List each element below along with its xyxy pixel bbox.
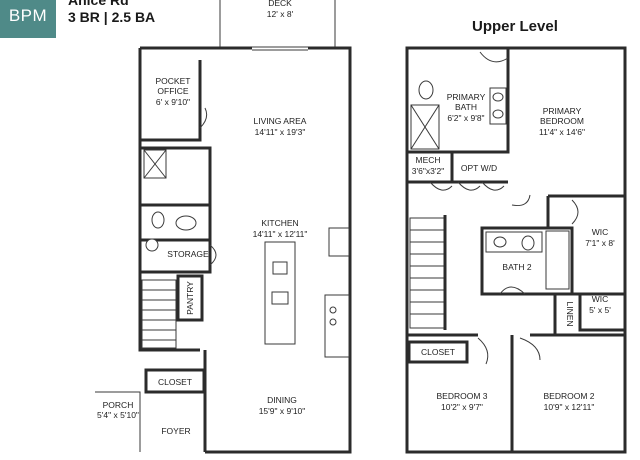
main-stairs: [141, 279, 177, 349]
pocket-office-label-2: OFFICE: [157, 86, 188, 96]
wic-2-dims: 5' x 5': [589, 305, 611, 315]
vanity-sink-1: [492, 92, 504, 102]
mech-door: [429, 181, 453, 191]
water-heater: [145, 238, 159, 252]
vanity-sink-2: [492, 109, 504, 119]
main-stair-wall: [138, 272, 200, 352]
wic-1-door: [571, 199, 579, 225]
hvac-box: [143, 149, 167, 179]
laundry-door-2: [481, 181, 505, 191]
linen-label: LINEN: [565, 301, 575, 326]
mech-dims: 3'6"x3'2": [412, 166, 444, 176]
room-labels: DECK 12' x 8' POCKET OFFICE 6' x 9'10" L…: [97, 0, 615, 436]
island-dishwasher: [272, 261, 288, 275]
primary-bath-door: [479, 51, 509, 63]
half-bath-sink: [175, 215, 197, 231]
main-exterior-wall: [140, 46, 352, 454]
bedroom-3-label: BEDROOM 3: [436, 391, 487, 401]
burner-2: [329, 318, 337, 326]
hvac-x2: [143, 149, 167, 179]
porch-dims: 5'4" x 5'10": [97, 410, 139, 420]
bedroom-3-door: [477, 337, 489, 365]
half-bath-toilet: [151, 211, 165, 229]
brand-badge: BPM: [0, 0, 56, 38]
bedroom-2-door: [519, 337, 541, 361]
main-closet-label: CLOSET: [158, 377, 192, 387]
upper-level-title: Upper Level: [472, 18, 558, 35]
dining-dims: 15'9" x 9'10": [259, 406, 306, 416]
upper-level-plan: [405, 46, 627, 454]
upper-closet-label: CLOSET: [421, 347, 455, 357]
wic-2-wall: [578, 294, 625, 332]
half-bath-wall: [140, 146, 212, 274]
island-sink: [271, 291, 289, 305]
beds-baths-summary: 3 BR | 2.5 BA: [68, 9, 156, 25]
storage-door-swing: [209, 244, 217, 266]
deck-label: DECK: [268, 0, 292, 8]
primary-toilet: [418, 80, 434, 100]
primary-bath-label-2: BATH: [455, 102, 477, 112]
bath-2-toilet: [521, 235, 535, 251]
bedroom-2-dims: 10'9" x 12'11": [544, 402, 595, 412]
main-level-plan: [95, 0, 352, 454]
storage-label: STORAGE: [167, 249, 209, 259]
upper-closet-wall: [407, 340, 469, 364]
living-area-label: LIVING AREA: [254, 116, 307, 126]
primary-bedroom-dims: 11'4" x 14'6": [539, 127, 585, 137]
wic-2-label: WIC: [592, 294, 609, 304]
pocket-office-label-1: POCKET: [156, 76, 191, 86]
primary-bath-dims: 6'2" x 9'8": [447, 113, 484, 123]
foyer-label: FOYER: [161, 426, 190, 436]
pantry-wall: [176, 274, 204, 322]
bedroom-2-label: BEDROOM 2: [543, 391, 594, 401]
pantry-label: PANTRY: [185, 281, 195, 315]
bath-2-label: BATH 2: [502, 262, 531, 272]
pocket-office-dims: 6' x 9'10": [156, 97, 190, 107]
primary-bedroom-label-1: PRIMARY: [543, 106, 582, 116]
wic-1-dims: 7'1" x 8': [585, 238, 615, 248]
primary-bath-wall: [407, 48, 510, 154]
wic-1-label: WIC: [592, 227, 609, 237]
office-door-swing: [199, 107, 208, 129]
primary-bedroom-door: [511, 194, 531, 206]
porch-outline: [95, 391, 141, 452]
upper-exterior-wall: [405, 46, 627, 454]
primary-bath-label-1: PRIMARY: [447, 92, 486, 102]
mech-label: MECH: [415, 155, 440, 165]
listing-address: Anice Rd: [68, 0, 129, 8]
upper-stairs: [409, 217, 445, 329]
main-closet-wall: [144, 368, 206, 394]
bedroom-3-dims: 10'2" x 9'7": [441, 402, 483, 412]
kitchen-dims: 14'11" x 12'11": [253, 229, 308, 239]
refrigerator: [328, 227, 350, 257]
shower-x2: [410, 104, 440, 150]
office-wall: [140, 60, 202, 142]
porch-label: PORCH: [103, 400, 134, 410]
bath-2-door: [499, 286, 526, 295]
range-counter: [324, 294, 350, 358]
primary-bedroom-label-2: BEDROOM: [540, 116, 584, 126]
kitchen-label: KITCHEN: [261, 218, 298, 228]
bath-2-sink: [493, 236, 507, 248]
dining-label: DINING: [267, 395, 297, 405]
opt-wd-label: OPT W/D: [461, 163, 497, 173]
bath-2-tub: [545, 230, 570, 290]
burner-1: [329, 306, 337, 314]
deck-dims: 12' x 8': [267, 9, 294, 19]
laundry-door-1: [457, 181, 481, 191]
living-area-dims: 14'11" x 19'3": [255, 127, 306, 137]
